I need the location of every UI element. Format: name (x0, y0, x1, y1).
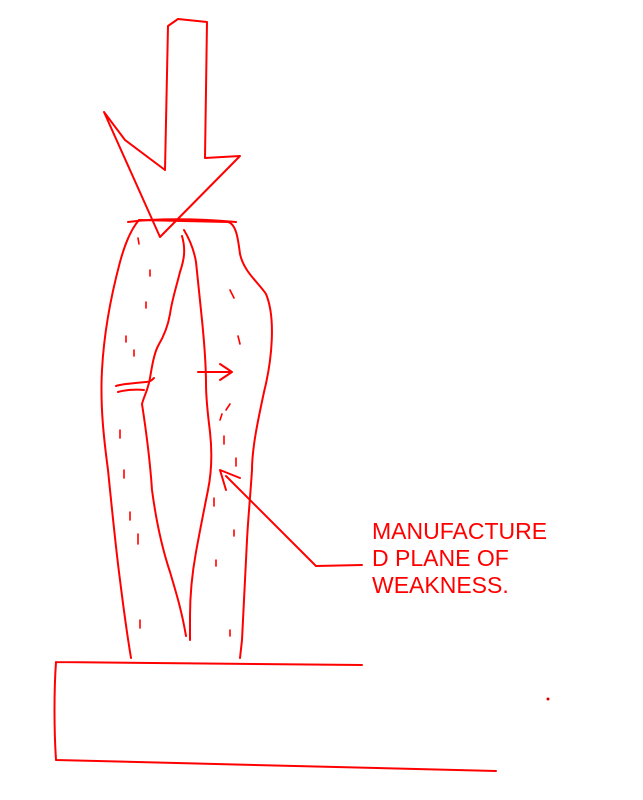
weakness-plane-left (141, 235, 187, 637)
leader-arrow-head (219, 469, 241, 491)
internal-arrow-head (219, 363, 233, 381)
callout-line-1: MANUFACTURE (372, 518, 548, 544)
texture-strokes (119, 237, 241, 637)
load-arrow (103, 18, 241, 238)
weakness-callout: MANUFACTURE D PLANE OF WEAKNESS. (372, 518, 632, 599)
base-block (53, 661, 497, 772)
stray-mark (546, 697, 550, 701)
side-crack (115, 377, 155, 387)
specimen-outline (138, 219, 273, 659)
leader-line (225, 475, 363, 567)
specimen-outline-left (100, 219, 140, 659)
side-crack-tip (117, 388, 145, 393)
specimen-top-edge (127, 218, 237, 223)
callout-line-3: WEAKNESS. (372, 572, 509, 598)
weakness-plane-right (183, 229, 213, 641)
callout-line-2: D PLANE OF (372, 545, 509, 571)
